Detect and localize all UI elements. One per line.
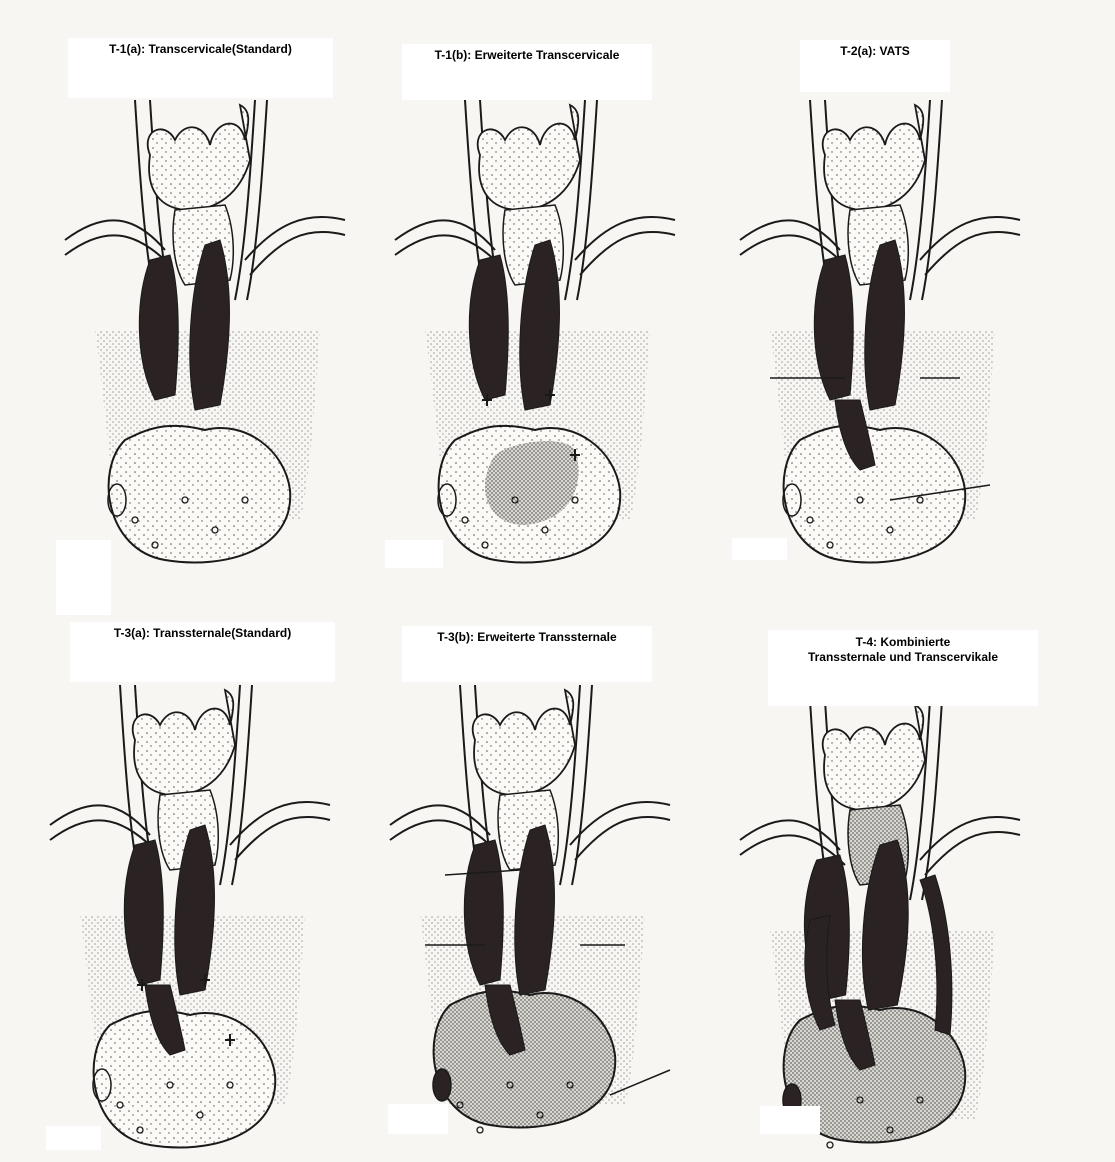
- right-vein-inner: [575, 817, 670, 860]
- thyroid-gland: [823, 105, 925, 210]
- pericardium: [94, 1011, 276, 1148]
- panel-title-t3b: T-3(b): Erweiterte Transsternale: [402, 626, 652, 682]
- panel-title-t4-line1: T-4: Kombinierte: [768, 635, 1038, 650]
- vessel-circle: [477, 1127, 483, 1133]
- right-vein-inner: [235, 817, 330, 860]
- thyroid-gland: [133, 690, 235, 795]
- right-vein-inner: [925, 232, 1020, 275]
- right-vein-inner: [925, 832, 1020, 875]
- vessel-circle: [827, 1142, 833, 1148]
- blank-patch: [56, 540, 111, 615]
- vessel-line: [922, 100, 942, 300]
- blank-patch: [732, 538, 787, 560]
- vessel-line: [247, 100, 267, 300]
- right-vein-inner: [250, 232, 345, 275]
- thyroid-gland: [148, 105, 250, 210]
- vessel-line: [922, 700, 942, 900]
- thyroid-gland: [473, 690, 575, 795]
- blank-patch: [760, 1106, 820, 1134]
- thyroid-gland: [823, 705, 925, 810]
- panel-title-t4-line2: Transsternale und Transcervikale: [768, 650, 1038, 665]
- panel-title-t1a-line1: T-1(a): Transcervicale(Standard): [68, 42, 333, 57]
- vessel-line: [572, 685, 592, 885]
- panel-t2a: [740, 100, 1020, 562]
- blank-patch: [388, 1104, 448, 1134]
- atrial-appendage: [433, 1069, 451, 1101]
- panel-title-t2a: T-2(a): VATS: [800, 40, 950, 92]
- pericardium: [434, 991, 616, 1128]
- pericardium: [784, 426, 966, 563]
- panel-t1a: [65, 100, 345, 562]
- panel-title-t1b: T-1(b): Erweiterte Transcervicale: [402, 44, 652, 100]
- panel-t3b: [390, 685, 670, 1133]
- thyroid-gland: [478, 105, 580, 210]
- panel-title-t1a: T-1(a): Transcervicale(Standard): [68, 38, 333, 98]
- panel-title-t2a-line1: T-2(a): VATS: [800, 44, 950, 59]
- panel-title-t1b-line1: T-1(b): Erweiterte Transcervicale: [402, 48, 652, 63]
- blank-patch: [385, 540, 443, 568]
- panel-t4: [740, 700, 1020, 1148]
- panel-t1b: [395, 100, 675, 562]
- panel-title-t3a: T-3(a): Transsternale(Standard): [70, 622, 335, 682]
- right-vein-inner: [580, 232, 675, 275]
- panel-title-t3a-line1: T-3(a): Transsternale(Standard): [70, 626, 335, 641]
- vessel-line: [577, 100, 597, 300]
- pericardium: [109, 426, 291, 563]
- blank-patch: [46, 1126, 101, 1150]
- panel-title-t4: T-4: Kombinierte Transsternale und Trans…: [768, 630, 1038, 706]
- vessel-line: [232, 685, 252, 885]
- panel-t3a: [50, 685, 330, 1147]
- panel-title-t3b-line1: T-3(b): Erweiterte Transsternale: [402, 630, 652, 645]
